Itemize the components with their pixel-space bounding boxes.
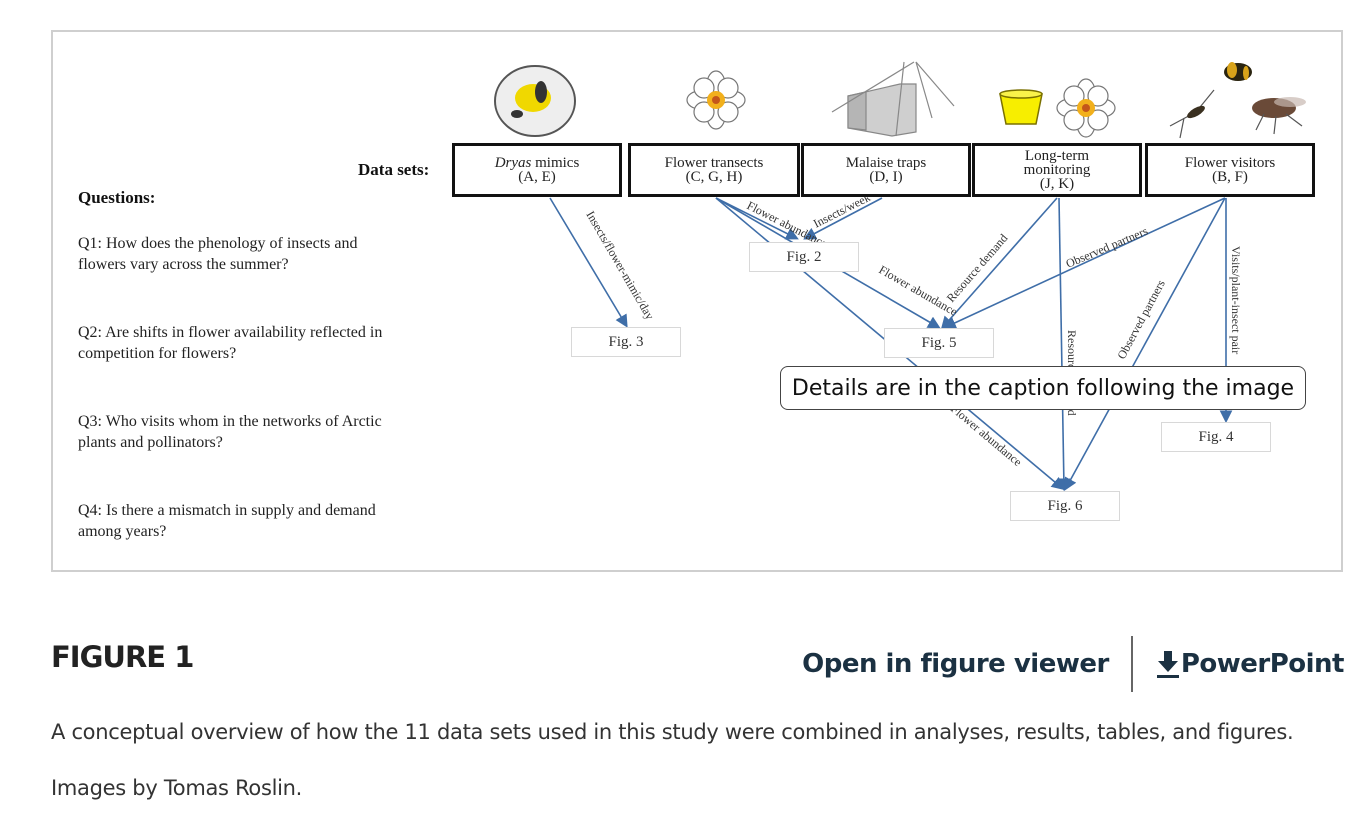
download-icon (1156, 651, 1179, 678)
figure-caption: A conceptual overview of how the 11 data… (51, 720, 1294, 800)
edge-malaise-fig2 (803, 197, 883, 240)
yellow-pan-trap-and-flower-icon (999, 78, 1116, 138)
edge-visitors-fig6 (1064, 197, 1226, 491)
dataset-flower-visitors: Flower visitors (B, F) (1145, 143, 1315, 197)
edge-label-observed-partners-fig6: Observed partners (1114, 277, 1168, 361)
fig-6-box: Fig. 6 (1010, 491, 1120, 521)
figure-title: FIGURE 1 (51, 640, 194, 674)
powerpoint-download-link[interactable]: PowerPoint (1155, 649, 1345, 679)
fig-2-box: Fig. 2 (749, 242, 859, 272)
diagram-connections: Insects/flower-mimic/day Flower abundanc… (494, 61, 1306, 492)
fig-5-box: Fig. 5 (884, 328, 994, 358)
powerpoint-label: PowerPoint (1180, 649, 1345, 679)
edge-monitoring-fig6 (1057, 197, 1071, 492)
edge-label-resource-demand: Resource demand (944, 231, 1011, 305)
open-figure-viewer-link[interactable]: Open in figure viewer (802, 649, 1109, 679)
question-2: Q2: Are shifts in flower availability re… (78, 324, 383, 362)
questions-heading: Questions: (78, 188, 156, 207)
insects-icon (1169, 62, 1306, 139)
edge-visitors-fig5 (943, 197, 1226, 329)
malaise-trap-icon (831, 61, 955, 137)
dataset-dryas-mimics: Dryas mimics (A, E) (452, 143, 622, 197)
question-3: Q3: Who visits whom in the networks of A… (78, 413, 382, 451)
fig-3-box: Fig. 3 (571, 327, 681, 357)
edge-label-insects-mimic: Insects/flower-mimic/day (583, 209, 657, 323)
figure-actions: Open in figure viewer PowerPoint (802, 636, 1345, 692)
question-1: Q1: How does the phenology of insects an… (78, 235, 358, 273)
image-tooltip: Details are in the caption following the… (780, 366, 1306, 410)
edge-transects-fig2 (715, 197, 799, 240)
figure-image (51, 30, 1343, 572)
white-flower-icon (686, 70, 746, 130)
dryas-mimic-icon (494, 65, 576, 137)
dataset-flower-transects: Flower transects (C, G, H) (628, 143, 800, 197)
edge-label-observed-partners-fig5: Observed partners (1064, 224, 1150, 271)
edge-monitoring-fig5 (940, 197, 1058, 330)
dataset-malaise-traps: Malaise traps (D, I) (801, 143, 971, 197)
edge-label-visits-plant-insect: Visits/plant-insect pair (1229, 246, 1243, 354)
fig-4-box: Fig. 4 (1161, 422, 1271, 452)
divider (1130, 636, 1133, 692)
question-4: Q4: Is there a mismatch in supply and de… (78, 502, 376, 540)
edge-label-flower-abundance-fig6: Flower abundance (948, 402, 1025, 469)
dataset-long-term-monitoring: Long-term monitoring (J, K) (972, 143, 1142, 197)
datasets-heading: Data sets: (358, 160, 430, 179)
edge-dryas-fig3 (549, 197, 628, 328)
